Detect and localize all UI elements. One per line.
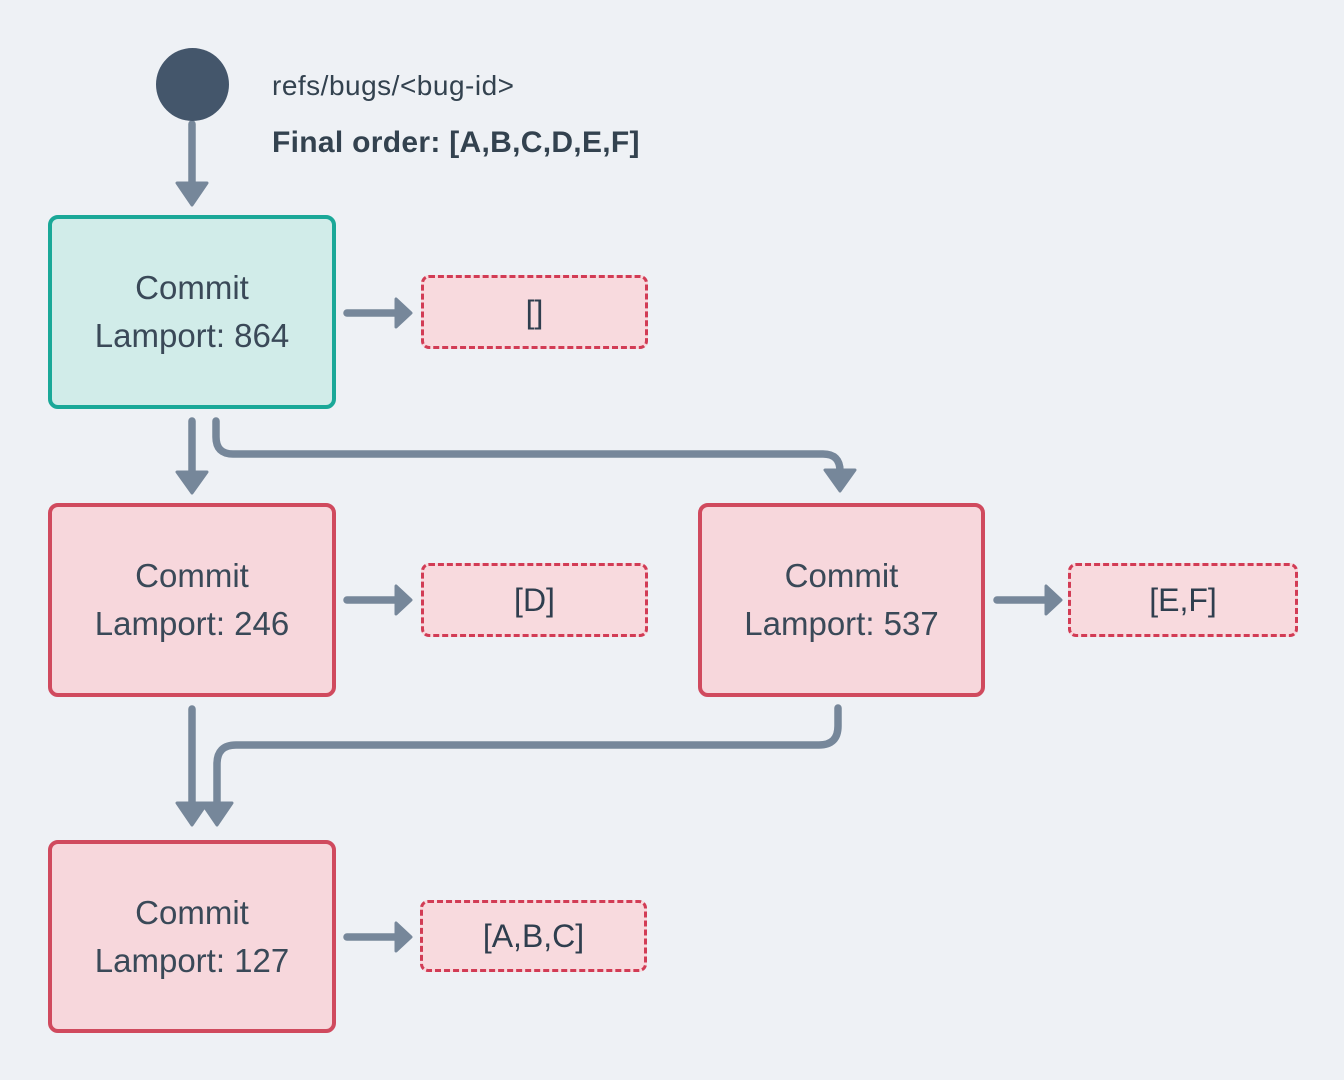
commit-864-lamport: Lamport: 864: [94, 317, 290, 354]
arrow-commit-246-to-commit-127: [175, 705, 209, 827]
commit-246-lamport: Lamport: 246: [94, 605, 290, 642]
commit-node-127: Commit Lamport: 127: [48, 840, 336, 1033]
payload-empty-label: []: [525, 293, 544, 330]
payload-node-empty: []: [421, 275, 648, 349]
arrow-commit-537-to-payload-ef: [993, 584, 1063, 616]
payload-node-d: [D]: [421, 563, 648, 637]
commit-537-lamport: Lamport: 537: [744, 605, 939, 642]
payload-node-abc: [A,B,C]: [420, 900, 647, 972]
arrow-commit-864-to-commit-246: [175, 417, 209, 495]
arrow-commit-246-to-payload-d: [343, 584, 413, 616]
commit-127-lamport: Lamport: 127: [94, 941, 290, 979]
ref-label: refs/bugs/<bug-id>: [272, 70, 515, 101]
payload-d-label: [D]: [514, 581, 555, 618]
arrow-commit-127-to-payload-abc: [343, 921, 413, 953]
commit-127-title: Commit: [135, 893, 249, 931]
commit-node-537: Commit Lamport: 537: [698, 503, 985, 697]
commit-537-title: Commit: [784, 557, 899, 594]
arrow-commit-864-to-payload-empty: [343, 297, 413, 329]
commit-node-246: Commit Lamport: 246: [48, 503, 336, 697]
commit-864-title: Commit: [135, 269, 249, 306]
payload-abc-label: [A,B,C]: [482, 917, 585, 954]
commit-node-864: Commit Lamport: 864: [48, 215, 336, 409]
payload-ef-label: [E,F]: [1149, 581, 1217, 618]
payload-node-ef: [E,F]: [1068, 563, 1298, 637]
ref-node-circle: [156, 48, 229, 121]
commit-246-title: Commit: [135, 557, 249, 594]
arrow-ref-to-commit-864: [175, 120, 209, 207]
arrow-commit-537-to-commit-127: [200, 704, 842, 827]
final-order-label: Final order: [A,B,C,D,E,F]: [272, 126, 640, 159]
arrow-commit-864-to-commit-537: [212, 417, 857, 493]
